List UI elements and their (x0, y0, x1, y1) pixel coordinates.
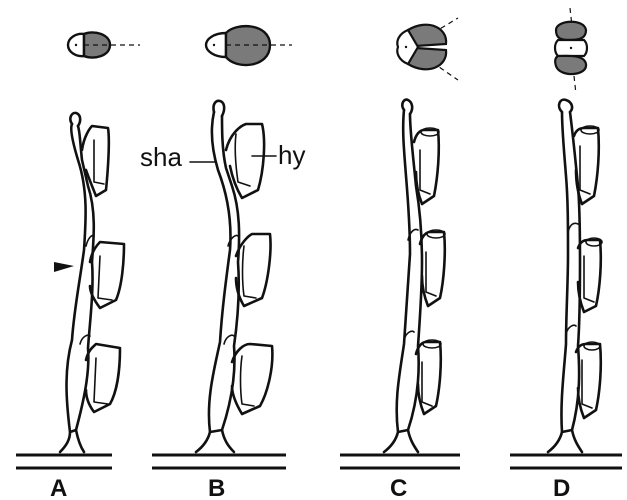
panel-label-b: B (208, 475, 225, 500)
cross-section-a (68, 32, 140, 57)
colony-a (54, 113, 124, 452)
panel-label-a: A (50, 475, 67, 500)
cross-section-c (397, 18, 458, 80)
arrowhead-marker (54, 262, 74, 272)
cross-section-d (555, 8, 587, 94)
colony-c (384, 100, 445, 452)
colony-b (196, 101, 272, 452)
substrate-lines (16, 455, 622, 468)
shaft-label: sha (140, 142, 182, 172)
cross-section-b (206, 26, 292, 65)
panel-label-c: C (390, 475, 407, 500)
panel-label-d: D (553, 475, 570, 500)
colony-d (548, 100, 602, 452)
hydrotheca-label: hy (278, 140, 305, 170)
